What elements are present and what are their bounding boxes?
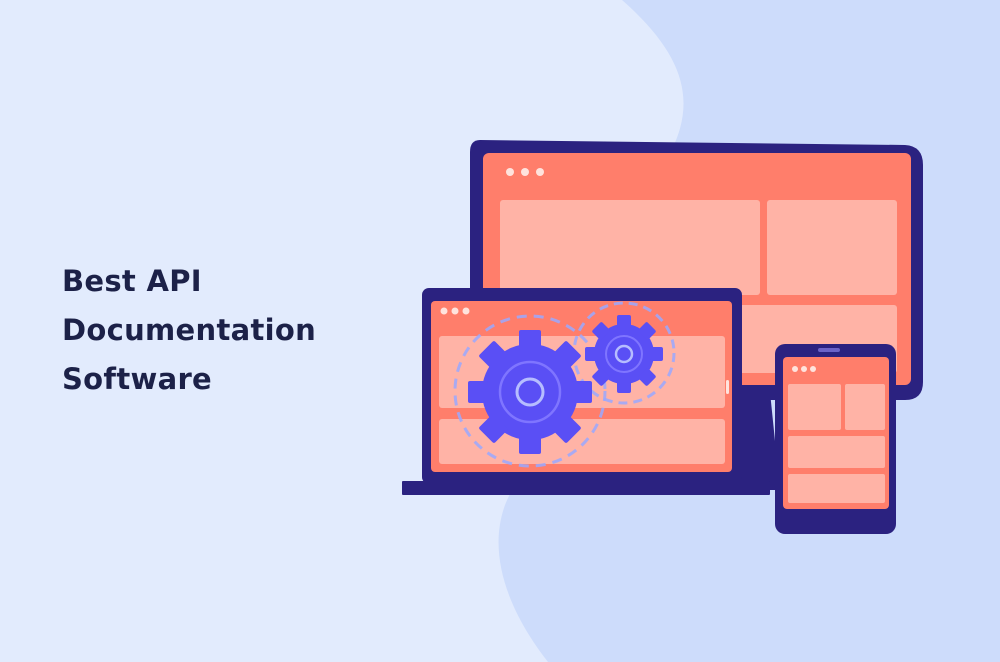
tablet-icon — [775, 344, 896, 534]
hero-title: Best API Documentation Software — [62, 257, 402, 404]
laptop-icon — [402, 288, 770, 495]
hero-title-line-3: Software — [62, 362, 213, 396]
hero-title-line-2: Documentation — [62, 313, 317, 347]
gear-small-icon — [585, 315, 663, 393]
hero-title-line-1: Best API — [62, 264, 202, 298]
gear-large-icon — [468, 330, 592, 454]
